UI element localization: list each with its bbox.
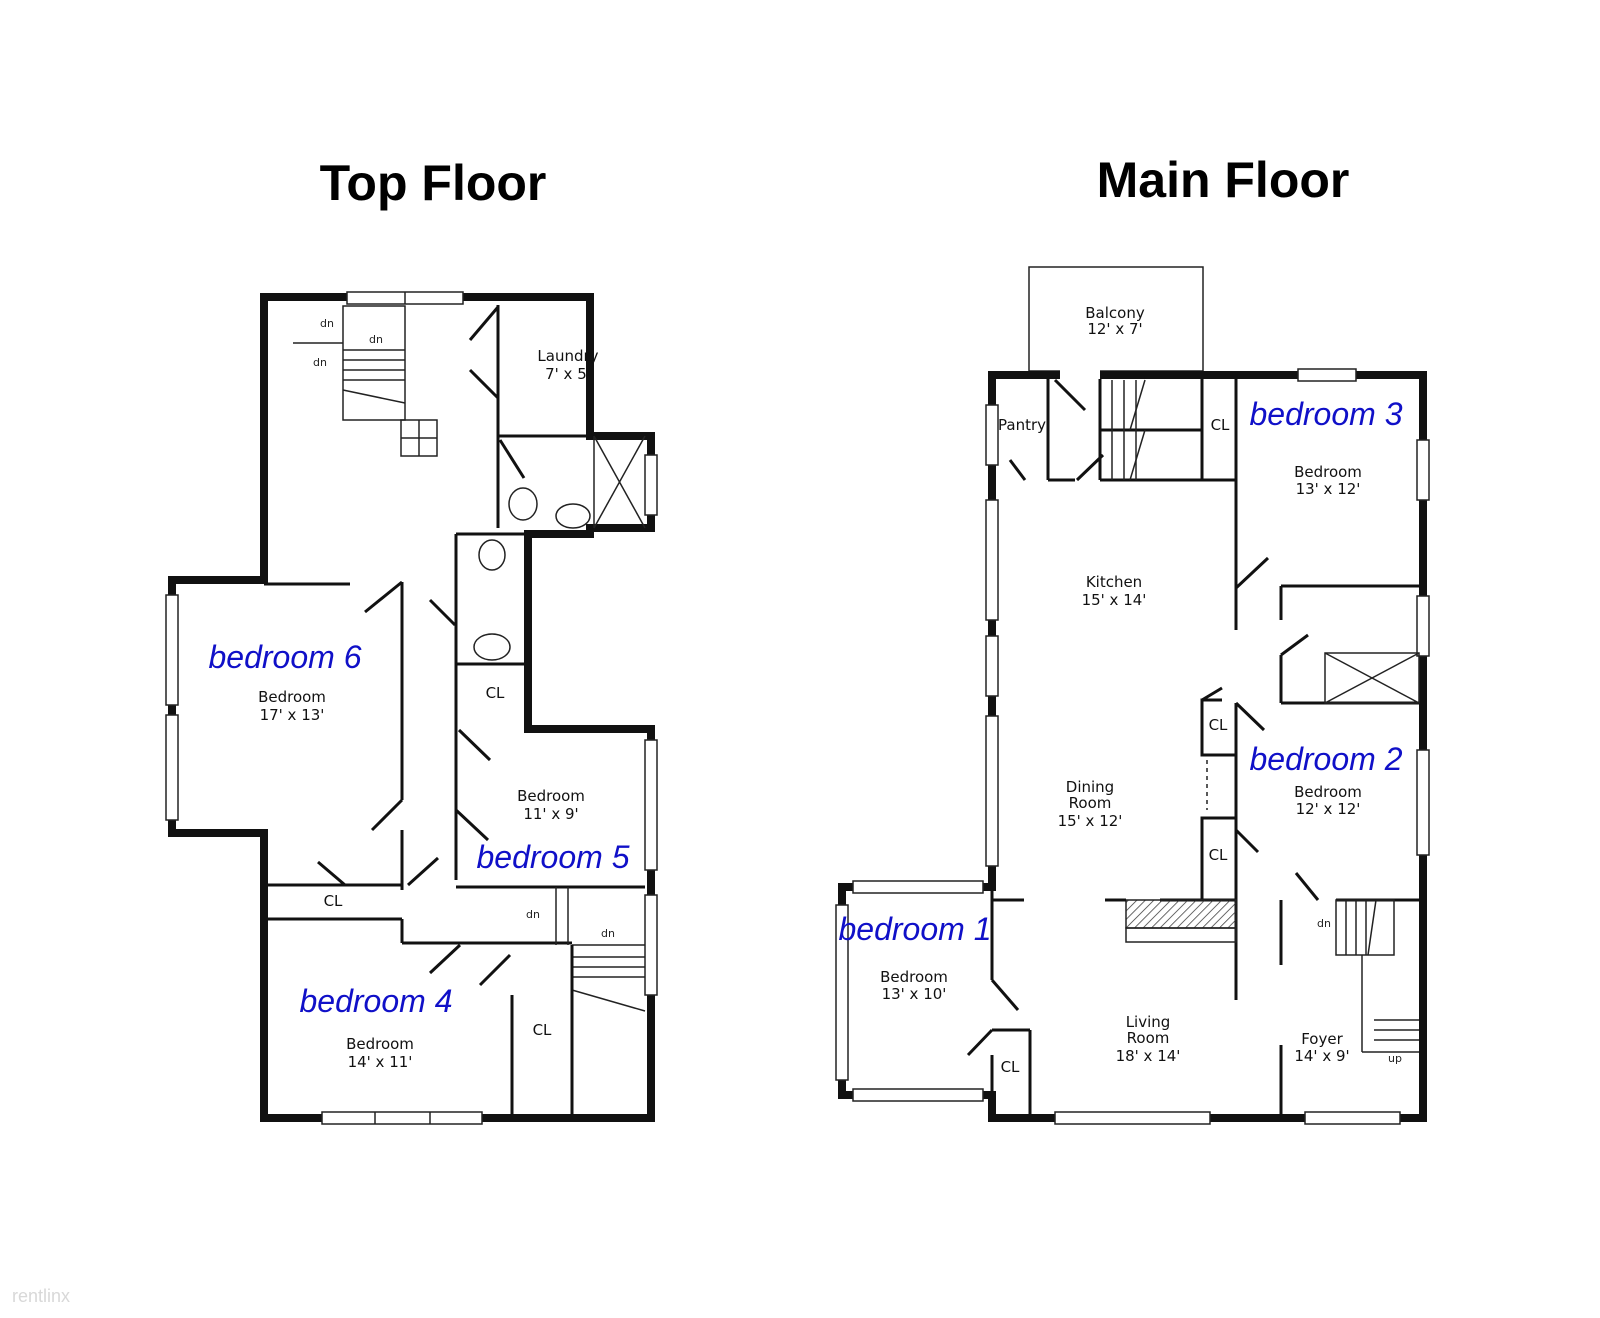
dining-size: 15' x 12': [1058, 812, 1123, 830]
main-floor-plan: [835, 266, 1430, 1125]
bedroom-1-label: Bedroom: [880, 968, 948, 986]
dining-label: Dining: [1066, 778, 1114, 796]
bedroom-3-size: 13' x 12': [1296, 480, 1361, 498]
main-closet-1: CL: [1211, 416, 1230, 434]
top-stair-dn-3: dn: [526, 908, 540, 921]
main-stair-up: up: [1388, 1052, 1402, 1065]
foyer-size: 14' x 9': [1294, 1047, 1349, 1065]
laundry-label: Laundry: [537, 347, 598, 365]
main-floor-title: Main Floor: [1097, 152, 1350, 208]
bedroom-4-size: 14' x 11': [348, 1053, 413, 1071]
top-stair-dn-5: dn: [313, 356, 327, 369]
main-closet-3: CL: [1209, 846, 1228, 864]
bedroom-3-label: Bedroom: [1294, 463, 1362, 481]
bedroom-3-tag: bedroom 3: [1250, 396, 1403, 432]
kitchen-label: Kitchen: [1086, 573, 1142, 591]
bedroom-6-tag: bedroom 6: [209, 639, 362, 675]
top-stair-dn-1: dn: [320, 317, 334, 330]
bedroom-6-label: Bedroom: [258, 688, 326, 706]
bedroom-5-label: Bedroom: [517, 787, 585, 805]
bedroom-4-tag: bedroom 4: [300, 983, 453, 1019]
living-size: 18' x 14': [1116, 1047, 1181, 1065]
top-closet-2: CL: [324, 892, 343, 910]
bedroom-4-label: Bedroom: [346, 1035, 414, 1053]
watermark: rentlinx: [12, 1286, 70, 1306]
bedroom-2-size: 12' x 12': [1296, 800, 1361, 818]
balcony-label: Balcony: [1085, 304, 1145, 322]
balcony-size: 12' x 7': [1087, 320, 1142, 338]
bedroom-5-tag: bedroom 5: [477, 839, 630, 875]
top-closet-3: CL: [533, 1021, 552, 1039]
bedroom-2-tag: bedroom 2: [1250, 741, 1403, 777]
living-label: Living: [1126, 1013, 1171, 1031]
bedroom-6-size: 17' x 13': [260, 706, 325, 724]
top-floor-title: Top Floor: [320, 155, 547, 211]
top-floor-plan: [165, 291, 658, 1125]
bedroom-1-tag: bedroom 1: [839, 911, 992, 947]
bedroom-5-size: 11' x 9': [523, 805, 578, 823]
top-stair-dn-2: dn: [369, 333, 383, 346]
dining-label-2: Room: [1069, 794, 1112, 812]
pantry-label: Pantry: [998, 416, 1046, 434]
top-closet-1: CL: [486, 684, 505, 702]
foyer-label: Foyer: [1301, 1030, 1343, 1048]
top-stair-dn-4: dn: [601, 927, 615, 940]
kitchen-size: 15' x 14': [1082, 591, 1147, 609]
bedroom-1-size: 13' x 10': [882, 985, 947, 1003]
bedroom-2-label: Bedroom: [1294, 783, 1362, 801]
living-label-2: Room: [1127, 1029, 1170, 1047]
laundry-size: 7' x 5': [545, 365, 591, 383]
main-closet-2: CL: [1209, 716, 1228, 734]
main-stair-dn: dn: [1317, 917, 1331, 930]
main-closet-4: CL: [1001, 1058, 1020, 1076]
